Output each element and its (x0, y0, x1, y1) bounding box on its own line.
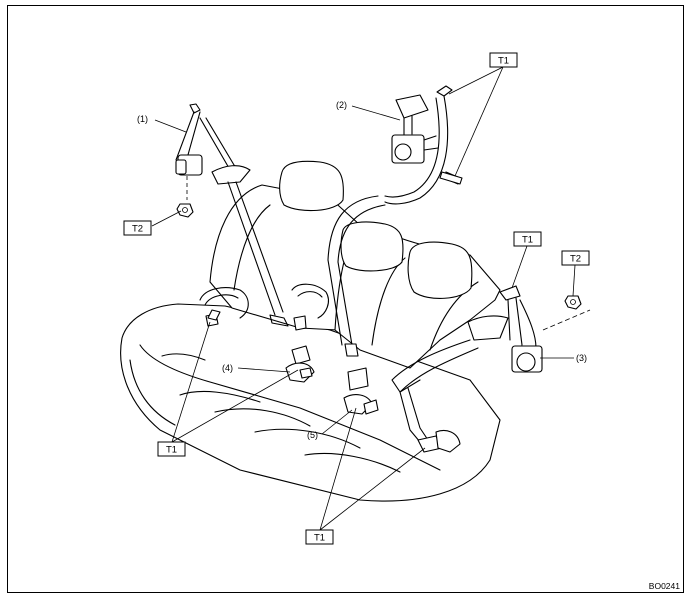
diagram-frame (7, 5, 684, 593)
torque-tag-t1-top: T1 (489, 52, 518, 68)
torque-tag-t1-bottom: T1 (305, 529, 334, 545)
part-labels: (1) (2) (3) (4) (5) (137, 100, 587, 440)
seat-back (209, 160, 501, 369)
torque-tag-t2-left: T2 (123, 220, 152, 236)
torque-tag-t1-left: T1 (157, 441, 186, 457)
label-part-2: (2) (336, 100, 347, 110)
label-part-1: (1) (137, 114, 148, 124)
svg-text:T2: T2 (132, 224, 143, 235)
svg-text:T1: T1 (314, 533, 325, 544)
left-retractor-assembly (175, 103, 289, 327)
bolts (207, 171, 463, 379)
label-part-5: (5) (307, 430, 318, 440)
svg-text:T2: T2 (570, 254, 581, 265)
figure-code: BO0241 (649, 581, 680, 591)
torque-tag-t1-right: T1 (513, 231, 542, 247)
label-part-3: (3) (576, 353, 587, 363)
svg-text:T1: T1 (522, 235, 533, 246)
right-retractor-assembly (391, 285, 591, 453)
torque-tag-t2-right: T2 (561, 250, 590, 266)
svg-text:T1: T1 (166, 445, 177, 456)
leader-lines (151, 66, 576, 531)
svg-text:T1: T1 (498, 56, 509, 67)
label-part-4: (4) (222, 363, 233, 373)
